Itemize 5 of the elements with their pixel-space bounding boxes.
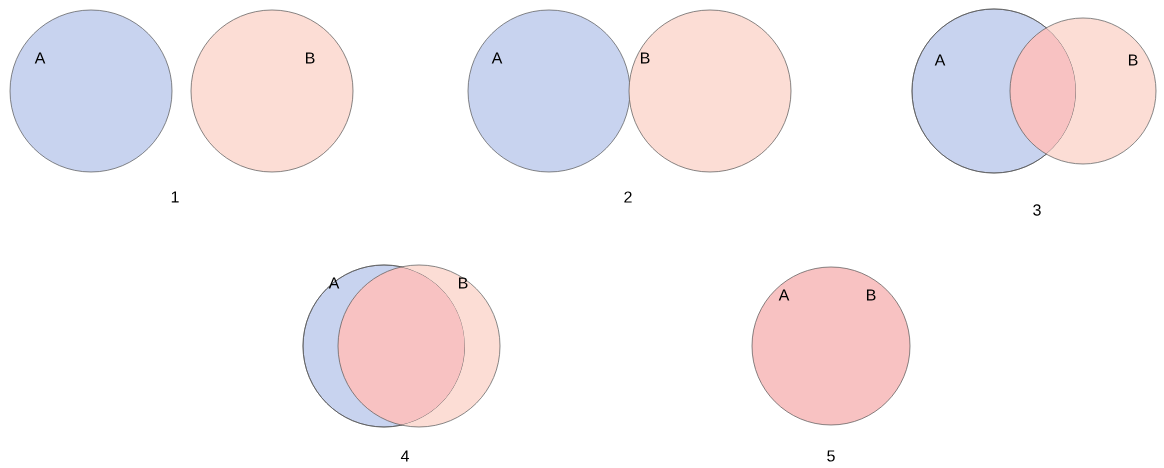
panel-number: 2 — [624, 191, 632, 203]
panel-number: 3 — [1033, 204, 1041, 216]
panel-number: 4 — [400, 450, 409, 462]
panel-number: 5 — [827, 450, 835, 462]
panel-number: 1 — [171, 191, 179, 203]
